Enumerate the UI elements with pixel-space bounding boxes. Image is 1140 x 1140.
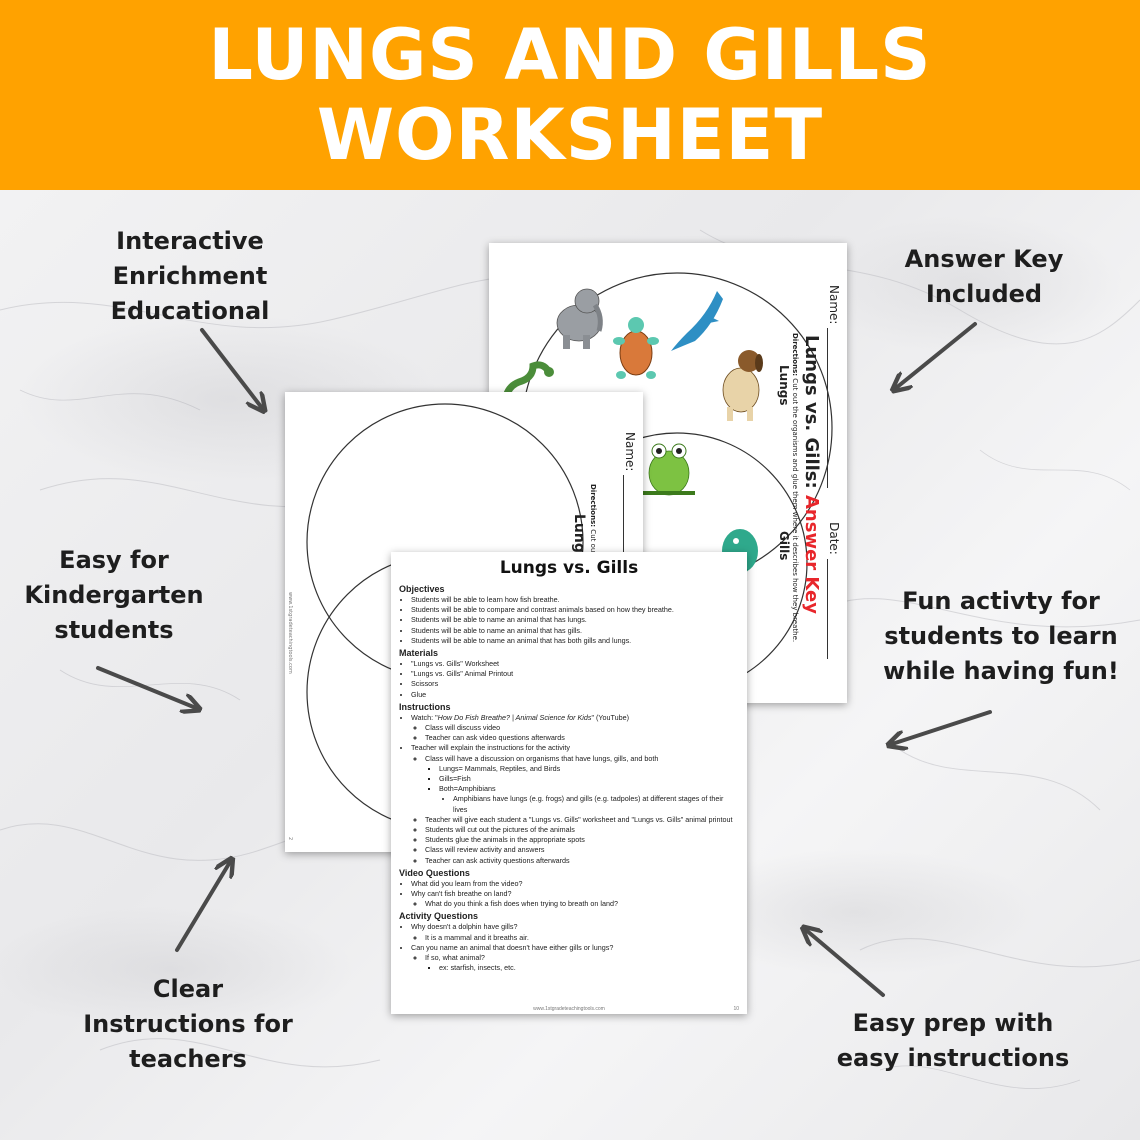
list-item: What do you think a fish does when tryin… bbox=[425, 899, 739, 909]
label-line: students bbox=[54, 616, 174, 644]
label-fun-activity: Fun activty for students to learn while … bbox=[870, 584, 1132, 689]
list-item: Students will be able to compare and con… bbox=[411, 605, 739, 615]
label-kindergarten: Easy for Kindergarten students bbox=[4, 543, 224, 648]
instructions-heading: Instructions bbox=[399, 701, 451, 712]
list-item: Lungs= Mammals, Reptiles, and Birds bbox=[439, 764, 739, 774]
label-line: Easy prep with bbox=[852, 1009, 1054, 1037]
list-item: Students will be able to name an animal … bbox=[411, 636, 739, 646]
footer-url: www.1stgradeteachingtools.com bbox=[533, 1006, 605, 1012]
title-banner: LUNGS AND GILLS WORKSHEET bbox=[0, 0, 1140, 190]
label-line: Enrichment bbox=[112, 262, 268, 290]
list-item-text: Why doesn't a dolphin have gills? bbox=[411, 922, 518, 932]
dolphin-icon bbox=[671, 291, 723, 351]
list-item: Watch: "How Do Fish Breathe? | Animal Sc… bbox=[411, 713, 739, 744]
list-item-text: Both=Amphibians bbox=[439, 784, 496, 794]
list-item: Both=Amphibians Amphibians have lungs (e… bbox=[439, 784, 739, 815]
list-item-text: Teacher will explain the instructions fo… bbox=[411, 743, 570, 753]
list-item: Teacher will give each student a "Lungs … bbox=[425, 815, 739, 825]
list-item: Glue bbox=[411, 690, 739, 700]
watch-suffix: " (YouTube) bbox=[591, 712, 630, 722]
list-item: Why doesn't a dolphin have gills? It is … bbox=[411, 922, 739, 942]
list-item: Class will discuss video bbox=[425, 723, 739, 733]
list-item-text: If so, what animal? bbox=[425, 953, 485, 963]
dog-icon bbox=[722, 350, 763, 421]
banner-title-line2: WORKSHEET bbox=[316, 94, 824, 176]
label-line: Instructions for bbox=[83, 1010, 293, 1038]
label-clear-instructions: Clear Instructions for teachers bbox=[68, 972, 308, 1077]
label-interactive: Interactive Enrichment Educational bbox=[80, 224, 300, 329]
list-item: Scissors bbox=[411, 679, 739, 689]
arrow-icon bbox=[896, 322, 977, 388]
label-line: Fun activty for bbox=[902, 587, 1100, 615]
materials-list: "Lungs vs. Gills" Worksheet "Lungs vs. G… bbox=[399, 659, 739, 700]
list-item: Students will be able to name an animal … bbox=[411, 626, 739, 636]
arrow-icon bbox=[200, 328, 262, 408]
video-questions-list: What did you learn from the video? Why c… bbox=[399, 879, 739, 910]
arrow-icon bbox=[175, 862, 230, 952]
list-item: Class will review activity and answers bbox=[425, 845, 739, 855]
list-item: If so, what animal? ex: starfish, insect… bbox=[425, 953, 739, 973]
activity-questions-list: Why doesn't a dolphin have gills? It is … bbox=[399, 922, 739, 973]
list-item: It is a mammal and it breaths air. bbox=[425, 933, 739, 943]
arrow-icon bbox=[806, 930, 885, 997]
list-item: Gills=Fish bbox=[439, 774, 739, 784]
list-item: "Lungs vs. Gills" Worksheet bbox=[411, 659, 739, 669]
list-item-text: Why can't fish breathe on land? bbox=[411, 889, 512, 899]
label-line: Educational bbox=[110, 297, 270, 325]
list-item: Can you name an animal that doesn't have… bbox=[411, 943, 739, 974]
list-item: ex: starfish, insects, etc. bbox=[439, 963, 739, 973]
label-line: Kindergarten bbox=[24, 581, 204, 609]
video-questions-heading: Video Questions bbox=[399, 867, 470, 878]
list-item-text: Can you name an animal that doesn't have… bbox=[411, 942, 614, 952]
label-easy-prep: Easy prep with easy instructions bbox=[822, 1006, 1084, 1076]
objectives-heading: Objectives bbox=[399, 584, 445, 594]
video-title: How Do Fish Breathe? | Animal Science fo… bbox=[437, 712, 592, 722]
label-line: Interactive bbox=[116, 227, 264, 255]
lesson-plan-body: Objectives Students will be able to lear… bbox=[391, 584, 747, 974]
watch-prefix: Watch: " bbox=[411, 712, 438, 722]
list-item: Class will have a discussion on organism… bbox=[425, 754, 739, 815]
label-line: Answer Key bbox=[904, 245, 1064, 273]
objectives-list: Students will be able to learn how fish … bbox=[399, 595, 739, 646]
label-line: Easy for bbox=[59, 546, 169, 574]
page-number: 10 bbox=[733, 1006, 739, 1012]
list-item: Teacher will explain the instructions fo… bbox=[411, 743, 739, 865]
label-line: while having fun! bbox=[883, 657, 1119, 685]
list-item-text: Class will have a discussion on organism… bbox=[425, 753, 659, 763]
list-item: Teacher can ask video questions afterwar… bbox=[425, 733, 739, 743]
list-item: Students glue the animals in the appropr… bbox=[425, 835, 739, 845]
label-line: easy instructions bbox=[836, 1044, 1070, 1072]
label-line: Clear bbox=[152, 975, 224, 1003]
lesson-plan-sheet: Lungs vs. Gills Objectives Students will… bbox=[391, 552, 747, 1014]
arrow-icon bbox=[96, 666, 196, 708]
turtle-icon bbox=[613, 317, 659, 379]
list-item: Why can't fish breathe on land? What do … bbox=[411, 889, 739, 909]
materials-heading: Materials bbox=[399, 648, 439, 659]
list-item: Amphibians have lungs (e.g. frogs) and g… bbox=[453, 794, 739, 814]
elephant-icon bbox=[556, 288, 603, 349]
label-line: Included bbox=[925, 280, 1043, 308]
list-item: Teacher can ask activity questions after… bbox=[425, 856, 739, 866]
label-answer-key: Answer Key Included bbox=[874, 242, 1094, 312]
instructions-list: Watch: "How Do Fish Breathe? | Animal Sc… bbox=[399, 713, 739, 866]
lesson-plan-title: Lungs vs. Gills bbox=[499, 558, 639, 578]
list-item: "Lungs vs. Gills" Animal Printout bbox=[411, 669, 739, 679]
arrow-icon bbox=[892, 710, 992, 744]
label-line: teachers bbox=[129, 1045, 247, 1073]
label-line: students to learn bbox=[884, 622, 1118, 650]
list-item: Students will cut out the pictures of th… bbox=[425, 825, 739, 835]
list-item: What did you learn from the video? bbox=[411, 879, 739, 889]
activity-questions-heading: Activity Questions bbox=[399, 911, 479, 922]
list-item: Students will be able to name an animal … bbox=[411, 615, 739, 625]
banner-title-line1: LUNGS AND GILLS bbox=[208, 14, 932, 96]
list-item: Students will be able to learn how fish … bbox=[411, 595, 739, 605]
frog-icon bbox=[643, 443, 695, 496]
